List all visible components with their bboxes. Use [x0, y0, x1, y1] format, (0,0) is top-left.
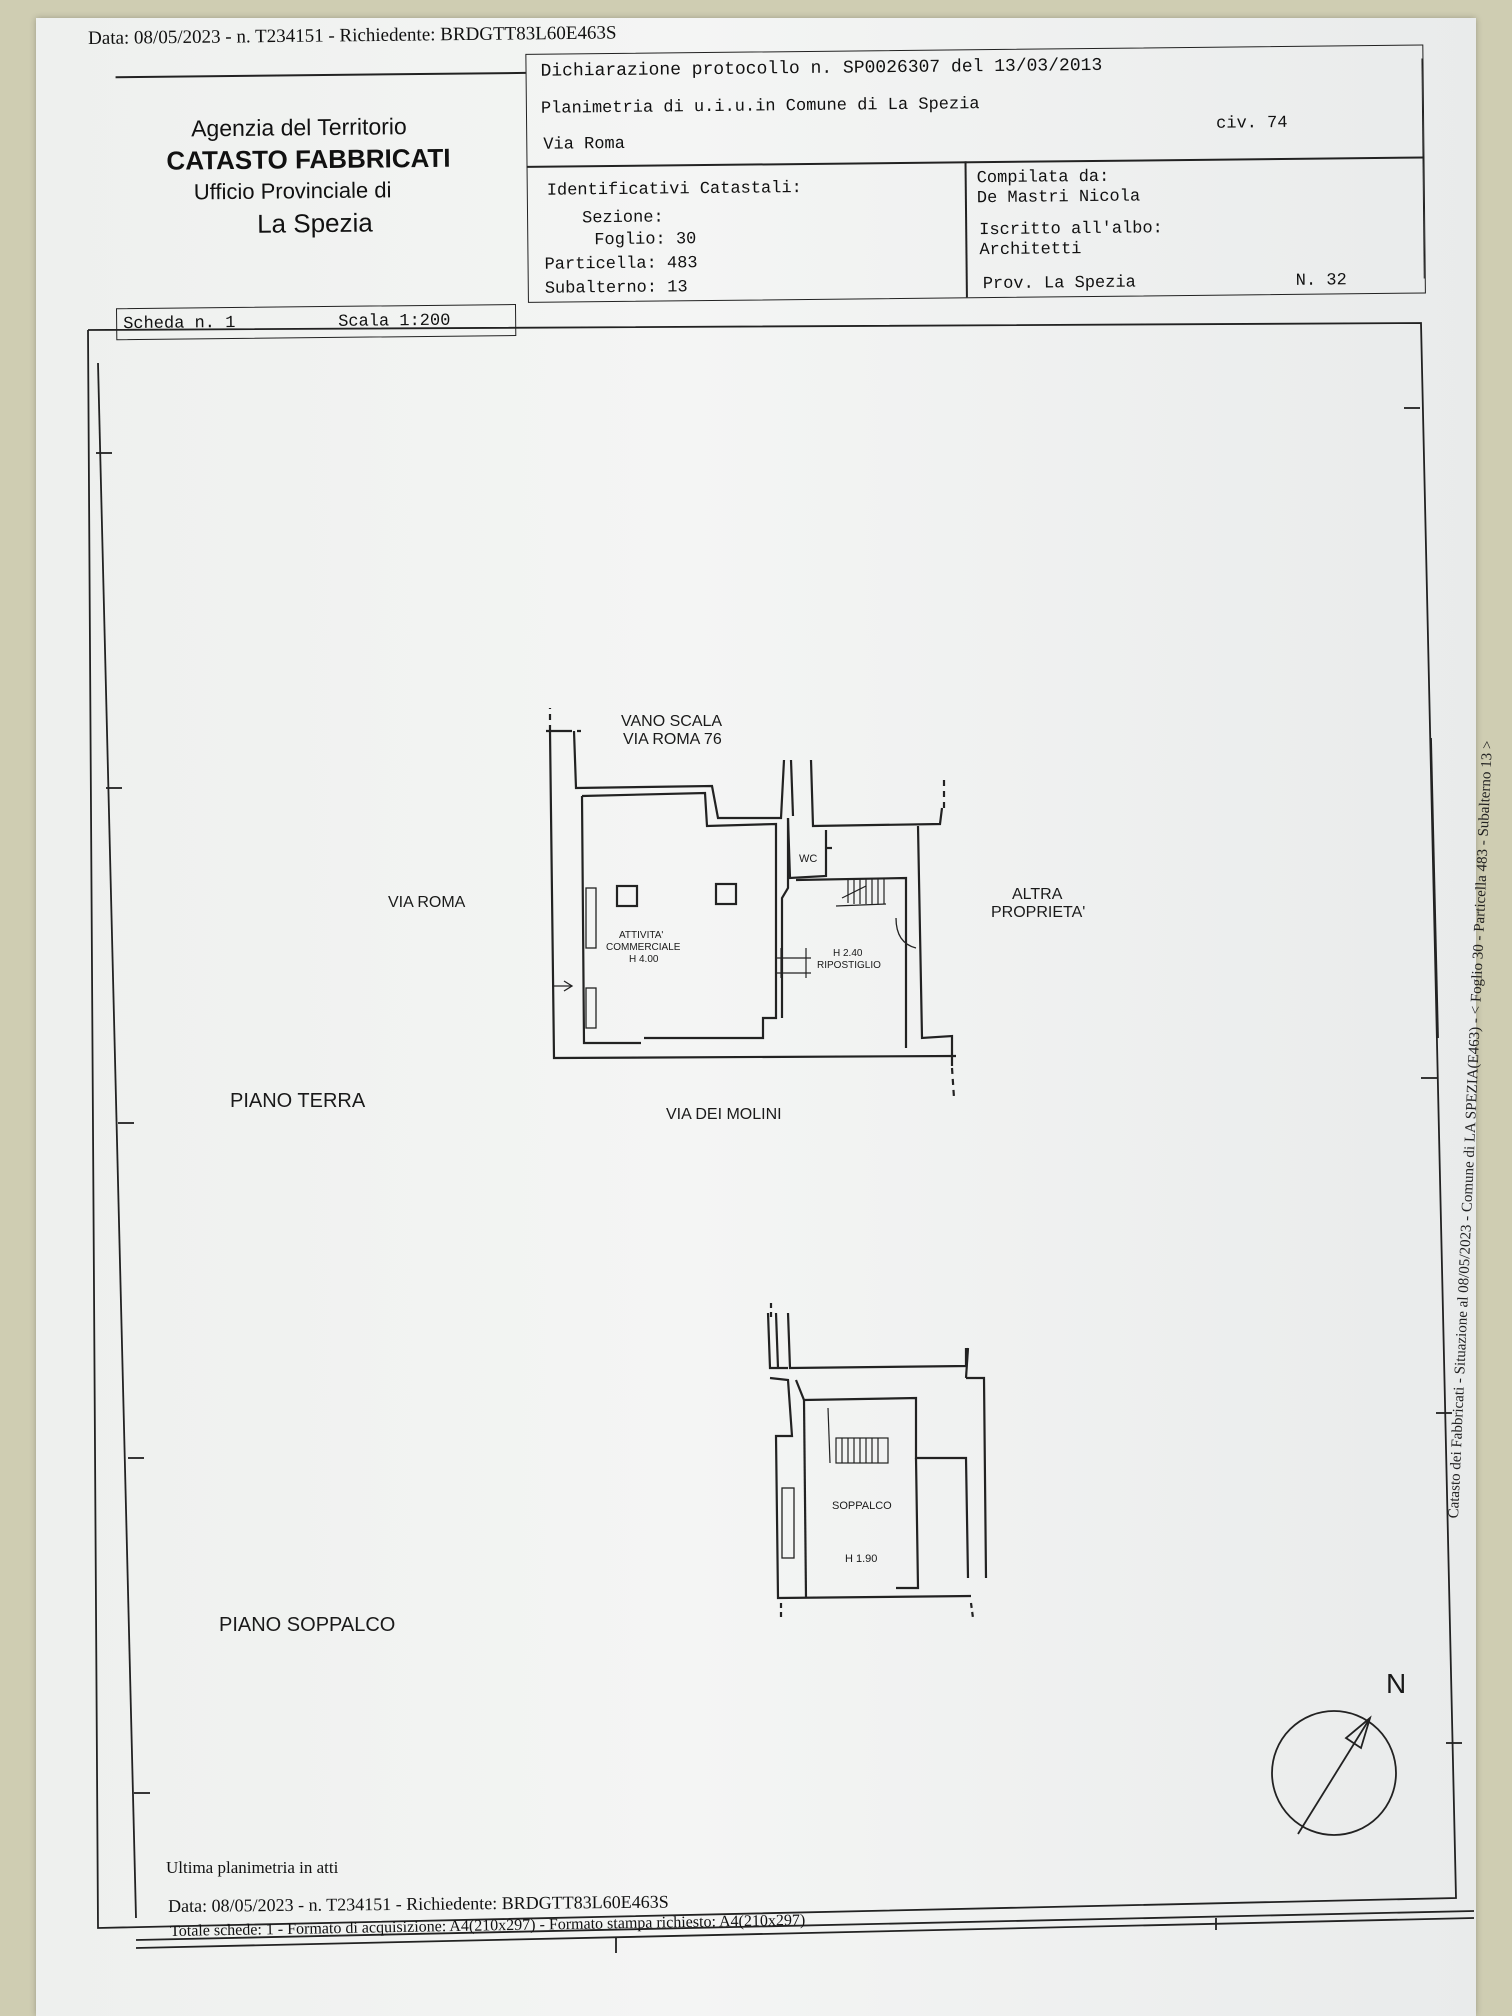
- mezzanine-plan: [766, 1303, 988, 1619]
- height-190-label: H 1.90: [845, 1553, 878, 1565]
- commerciale-label: COMMERCIALE: [606, 942, 681, 953]
- soppalco-label: SOPPALCO: [832, 1500, 892, 1512]
- attivita-label: ATTIVITA': [619, 930, 664, 941]
- piano-soppalco-label: PIANO SOPPALCO: [219, 1614, 396, 1636]
- height-400-label: H 4.00: [629, 954, 659, 965]
- drawing-frame: [87, 322, 1457, 1929]
- via-molini-label: VIA DEI MOLINI: [666, 1106, 782, 1123]
- proprieta-label: PROPRIETA': [991, 904, 1086, 921]
- height-240-label: H 2.40: [833, 948, 863, 959]
- wc-label: WC: [799, 853, 818, 865]
- north-arrow-icon: [1271, 1710, 1397, 1836]
- vano-scala-label: VANO SCALA: [621, 713, 723, 730]
- document-paper: Data: 08/05/2023 - n. T234151 - Richiede…: [36, 18, 1496, 2016]
- piano-terra-label: PIANO TERRA: [230, 1090, 366, 1112]
- north-label: N: [1386, 1668, 1407, 1699]
- via-roma-label: VIA ROMA: [388, 894, 466, 911]
- ground-floor-plan: [546, 708, 957, 1099]
- vano-scala-address: VIA ROMA 76: [623, 731, 722, 748]
- plan-drawing: [87, 322, 1475, 1953]
- altra-label: ALTRA: [1012, 886, 1063, 903]
- ripostiglio-label: RIPOSTIGLIO: [817, 960, 881, 971]
